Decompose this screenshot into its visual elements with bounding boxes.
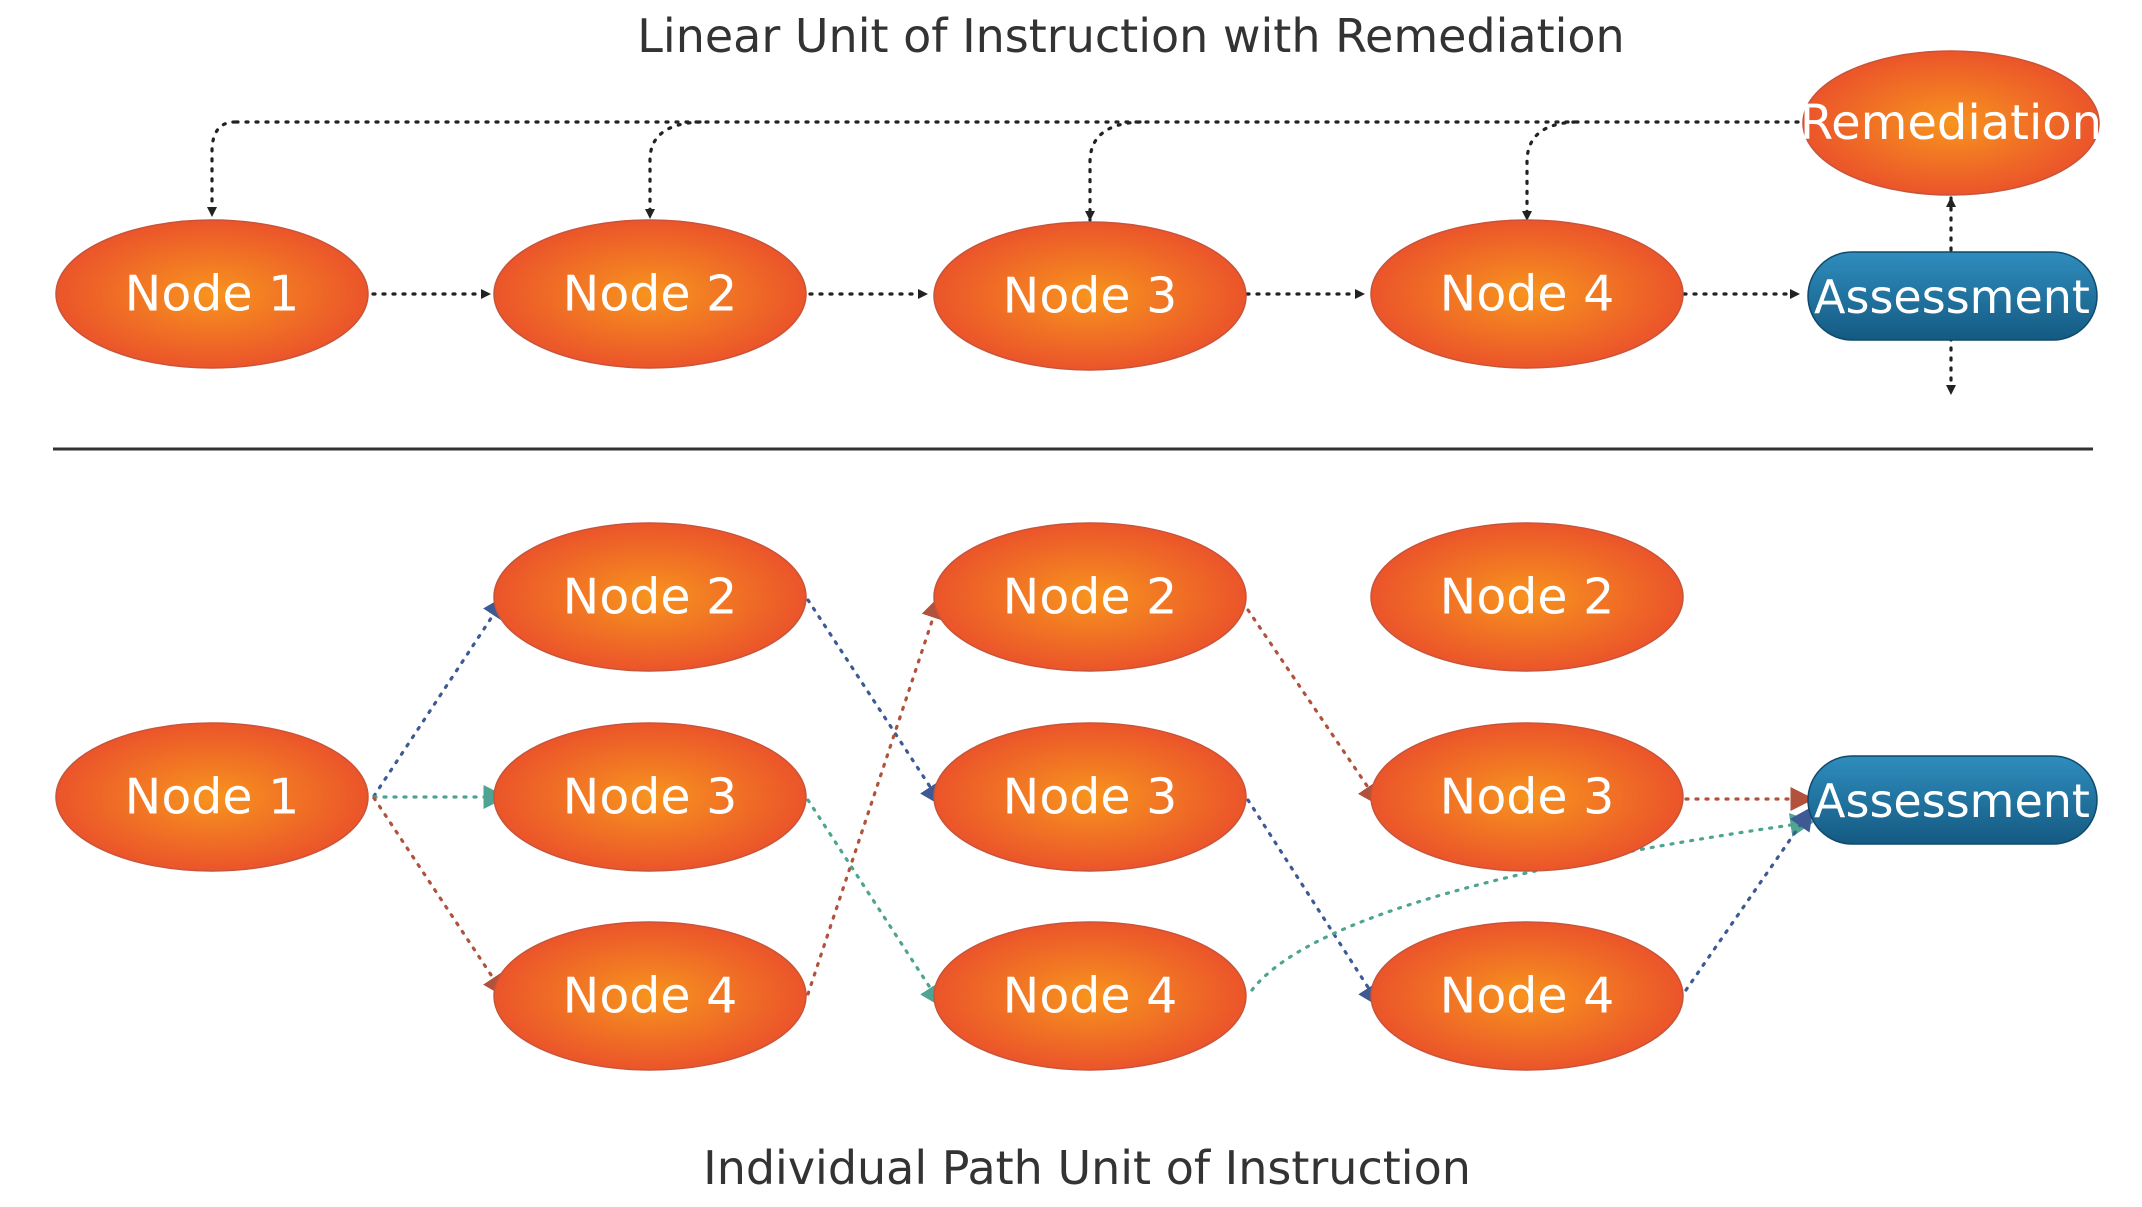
indiv-col3-node-4-label: Node 4 — [1003, 968, 1178, 1025]
linear-section-title: Linear Unit of Instruction with Remediat… — [637, 9, 1624, 63]
indiv-col3-node-4: Node 4 — [933, 921, 1247, 1071]
indiv-assessment-label: Assessment — [1814, 774, 2090, 828]
arrow-i-c2node2-c3node3 — [806, 598, 944, 808]
indiv-col4-node-2-label: Node 2 — [1440, 569, 1615, 626]
indiv-col4-node-3-label: Node 3 — [1440, 769, 1615, 826]
indiv-col3-node-2: Node 2 — [933, 522, 1247, 672]
indiv-col4-node-4: Node 4 — [1370, 921, 1684, 1071]
linear-node-2-label: Node 2 — [563, 266, 738, 323]
arrow-remediation-node3 — [1085, 120, 1142, 222]
arrow-i-node1-c2node4 — [372, 796, 507, 999]
indiv-col3-node-3: Node 3 — [933, 722, 1247, 872]
arrow-i-c2node3-c3node4 — [806, 798, 944, 1009]
linear-node-4-label: Node 4 — [1440, 266, 1615, 323]
indiv-col2-node-3: Node 3 — [493, 722, 807, 872]
indiv-col1-node-1: Node 1 — [55, 722, 369, 872]
arrow-i-c3node2-c4node3 — [1246, 608, 1382, 807]
individual-connectors — [372, 594, 1815, 1009]
linear-node-2: Node 2 — [493, 219, 807, 369]
linear-assessment-label: Assessment — [1814, 270, 2090, 324]
indiv-col2-node-2: Node 2 — [493, 522, 807, 672]
linear-node-3: Node 3 — [933, 221, 1247, 371]
indiv-col1-node-1-label: Node 1 — [125, 769, 300, 826]
indiv-col2-node-3-label: Node 3 — [563, 769, 738, 826]
arrow-i-c2node4-c3node2 — [806, 594, 945, 996]
indiv-col3-node-3-label: Node 3 — [1003, 769, 1178, 826]
arrow-remediation-node4 — [1522, 120, 1577, 222]
indiv-col2-node-2-label: Node 2 — [563, 569, 738, 626]
individual-section-title: Individual Path Unit of Instruction — [703, 1141, 1471, 1195]
indiv-col3-node-2-label: Node 2 — [1003, 569, 1178, 626]
indiv-col4-node-3: Node 3 — [1370, 722, 1684, 872]
linear-connectors — [207, 120, 1956, 396]
linear-assessment: Assessment — [1807, 251, 2098, 341]
indiv-col4-node-4-label: Node 4 — [1440, 968, 1615, 1025]
remediation-node: Remediation — [1800, 50, 2102, 196]
linear-node-1-label: Node 1 — [125, 266, 300, 323]
arrow-i-c3node3-c4node4 — [1246, 798, 1382, 1009]
arrow-remediation-node1 — [207, 120, 237, 218]
linear-node-4: Node 4 — [1370, 219, 1684, 369]
indiv-assessment: Assessment — [1807, 755, 2098, 845]
arrow-remediation-node2 — [645, 120, 702, 220]
indiv-col2-node-4-label: Node 4 — [563, 968, 738, 1025]
remediation-label: Remediation — [1800, 95, 2102, 151]
arrow-i-c3node4-assessment — [1250, 813, 1815, 992]
linear-node-1: Node 1 — [55, 219, 369, 369]
arrow-i-node1-c2node2 — [372, 594, 507, 798]
indiv-col4-node-2: Node 2 — [1370, 522, 1684, 672]
linear-node-3-label: Node 3 — [1003, 268, 1178, 325]
arrow-i-c4node4-assessment — [1684, 806, 1814, 992]
indiv-col2-node-4: Node 4 — [493, 921, 807, 1071]
